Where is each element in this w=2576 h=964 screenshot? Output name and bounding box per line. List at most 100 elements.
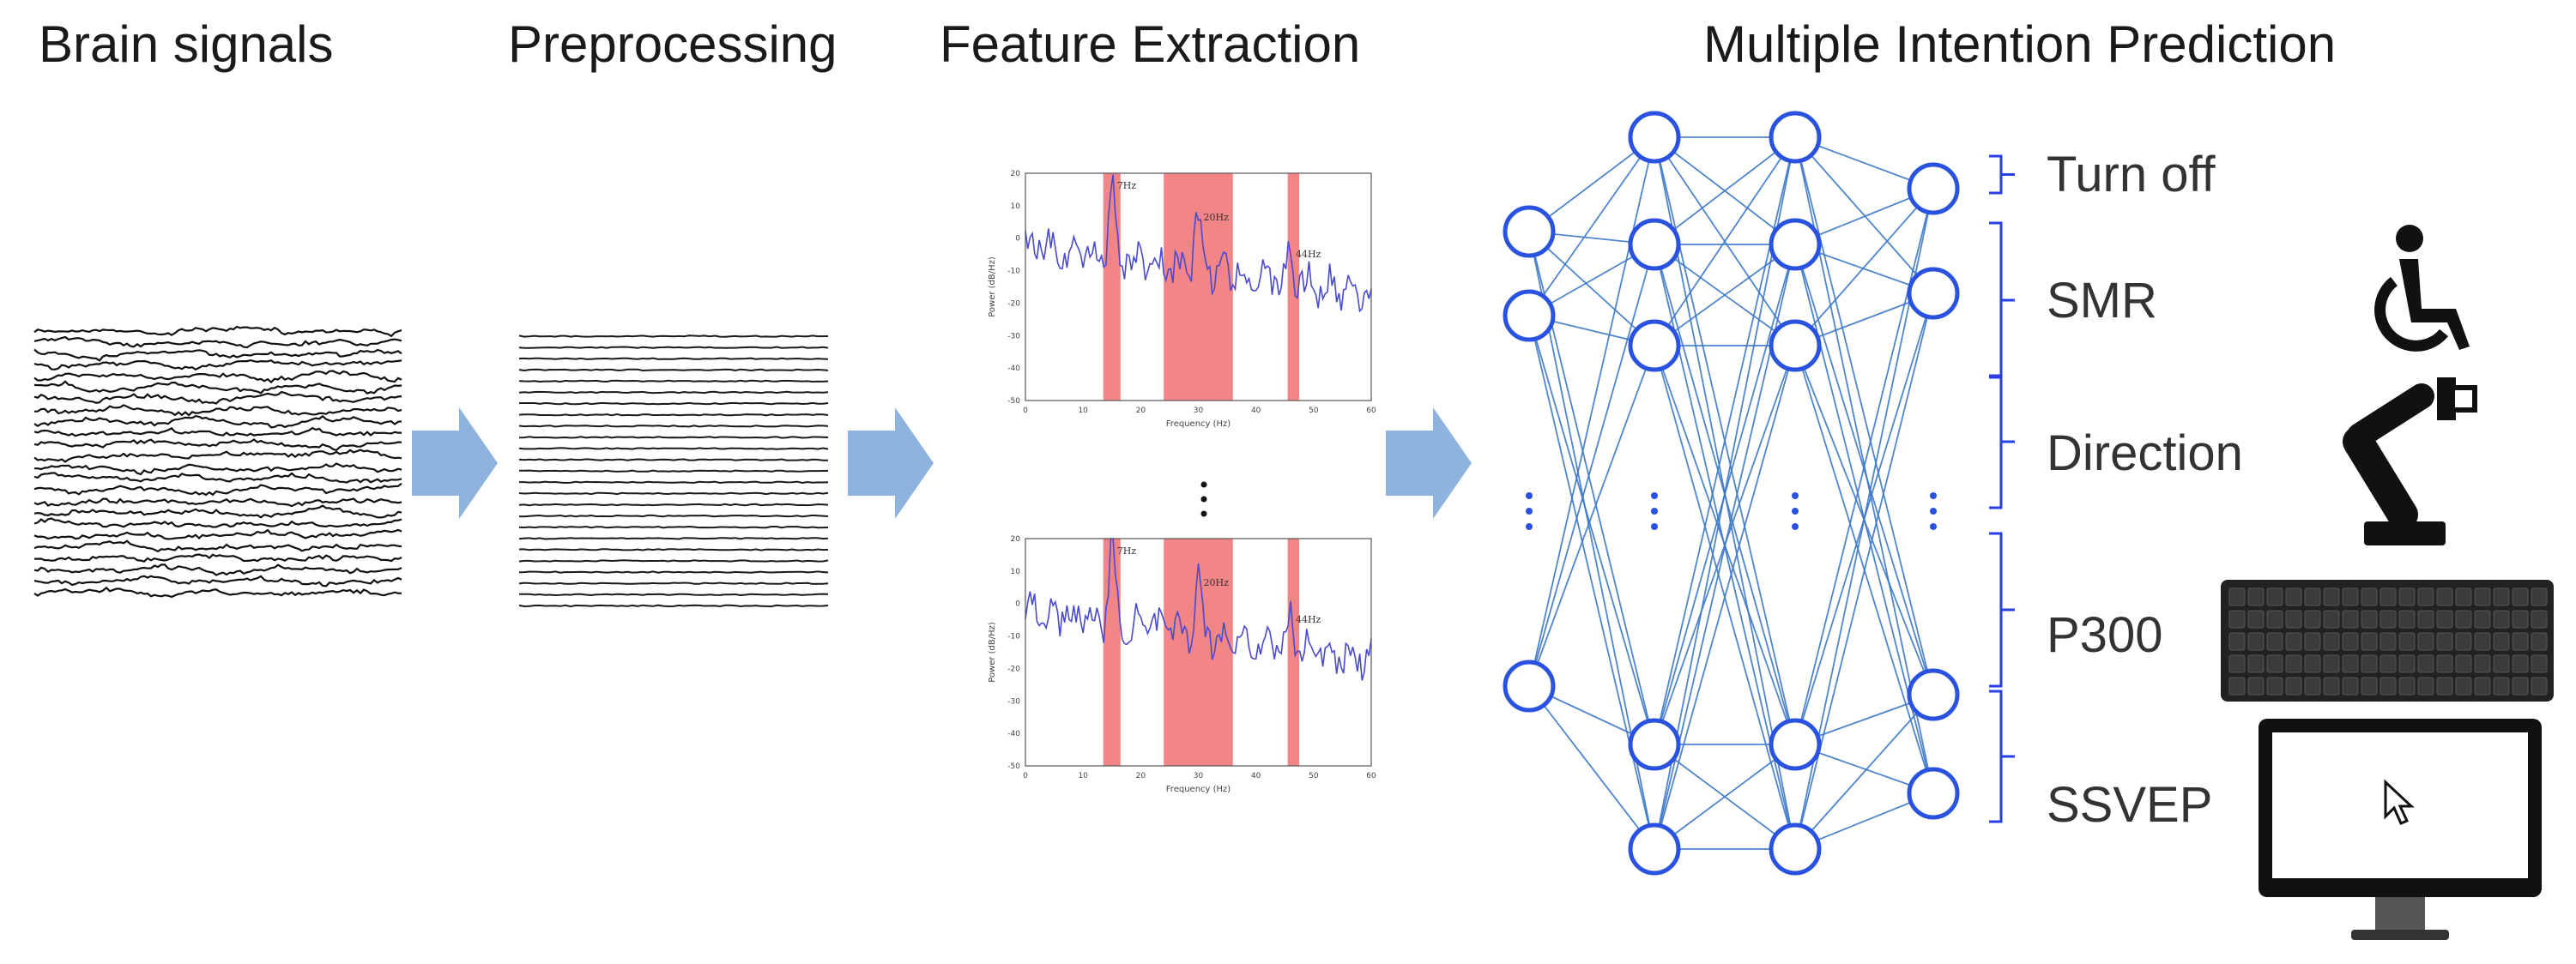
y-tick-label: 0 — [1015, 235, 1020, 244]
x-tick-label: 30 — [1194, 772, 1204, 780]
flow-arrow — [1386, 407, 1472, 519]
filtered-trace — [518, 458, 828, 461]
network-node — [1769, 319, 1822, 372]
x-tick-label: 50 — [1309, 407, 1319, 415]
device-icons — [2221, 225, 2554, 940]
eeg-trace — [33, 504, 402, 519]
network-edge — [1528, 685, 1655, 850]
ellipsis-dot — [1200, 496, 1207, 503]
y-tick-label: -40 — [1007, 365, 1020, 373]
output-bracket — [1989, 221, 2015, 379]
y-tick-label: 10 — [1011, 568, 1021, 576]
ellipsis-dot — [1792, 508, 1799, 515]
x-tick-label: 0 — [1023, 407, 1028, 415]
neural-network — [1503, 111, 1960, 876]
eeg-trace — [33, 325, 402, 338]
eeg-trace — [33, 575, 402, 587]
monitor-icon — [2259, 719, 2542, 940]
ellipsis-dot — [1651, 492, 1658, 499]
x-tick-label: 10 — [1078, 407, 1088, 415]
peak-annotation: 20Hz — [1204, 577, 1230, 588]
filtered-trace — [518, 425, 829, 428]
peak-annotation: 44Hz — [1296, 249, 1321, 260]
filtered-trace — [519, 480, 829, 485]
frequency-band-highlight — [1287, 173, 1300, 401]
y-tick-label: 20 — [1011, 170, 1021, 178]
preprocessed-traces — [518, 334, 829, 608]
x-tick-label: 40 — [1251, 407, 1261, 415]
eeg-trace — [33, 563, 402, 576]
spectrum-line — [1025, 174, 1372, 313]
ellipsis-dot — [1526, 508, 1533, 515]
network-node — [1503, 289, 1556, 342]
frequency-band-highlight — [1164, 539, 1233, 766]
network-edge — [1654, 136, 1796, 346]
stage-title-preprocessing: Preprocessing — [508, 15, 838, 73]
network-edge — [1794, 136, 1934, 696]
eeg-trace — [33, 438, 402, 452]
ellipsis-dot — [1526, 492, 1533, 499]
ellipsis-dot — [1200, 481, 1207, 488]
filtered-trace — [518, 334, 829, 338]
ellipsis-dot — [1792, 523, 1799, 530]
robot-arm-icon — [2343, 377, 2477, 545]
network-node — [1503, 660, 1556, 713]
eeg-trace — [33, 370, 402, 384]
x-tick-label: 20 — [1136, 772, 1146, 780]
flow-arrow — [848, 407, 934, 519]
network-edges — [1528, 136, 1934, 850]
output-bracket — [1989, 690, 2015, 823]
plot-frame — [1025, 538, 1372, 767]
eeg-trace — [33, 482, 402, 497]
peak-annotation: 7Hz — [1117, 180, 1137, 191]
y-tick-label: -30 — [1007, 697, 1020, 706]
x-tick-label: 30 — [1194, 407, 1204, 415]
x-tick-label: 0 — [1023, 772, 1028, 780]
ellipsis-dot — [1651, 523, 1658, 530]
network-node — [1769, 718, 1822, 771]
filtered-trace — [518, 368, 829, 372]
network-node — [1503, 205, 1556, 258]
keyboard-icon — [2221, 580, 2554, 702]
filtered-trace — [518, 581, 829, 585]
network-node — [1769, 822, 1822, 876]
peak-annotation: 7Hz — [1117, 545, 1137, 557]
flow-arrows — [412, 407, 1472, 519]
network-node — [1628, 218, 1681, 271]
network-edge — [1794, 136, 1934, 294]
ellipsis-dot — [1651, 508, 1658, 515]
frequency-band-highlight — [1103, 173, 1121, 401]
frequency-band-highlight — [1287, 539, 1300, 766]
eeg-trace — [33, 404, 402, 417]
class-label-p300: P300 — [2047, 607, 2163, 663]
eeg-trace — [33, 380, 402, 395]
filtered-trace — [518, 559, 829, 563]
y-tick-label: -40 — [1007, 730, 1020, 738]
network-edge — [1794, 188, 1934, 745]
eeg-trace — [33, 414, 402, 429]
y-tick-label: 0 — [1015, 600, 1020, 609]
network-edge — [1528, 244, 1655, 687]
network-node — [1907, 767, 1960, 820]
eeg-trace — [33, 517, 402, 528]
eeg-trace — [33, 553, 402, 563]
ellipsis-dot — [1792, 492, 1799, 499]
x-axis-label: Frequency (Hz) — [1166, 419, 1231, 429]
network-edge — [1654, 244, 1796, 346]
peak-annotation: 20Hz — [1204, 212, 1230, 223]
peak-annotation: 44Hz — [1296, 614, 1321, 625]
filtered-trace — [518, 570, 829, 574]
filtered-trace — [518, 346, 829, 349]
y-tick-label: -50 — [1007, 397, 1020, 406]
eeg-trace — [33, 348, 402, 362]
y-tick-label: 10 — [1011, 202, 1021, 211]
y-tick-label: -20 — [1007, 299, 1020, 308]
ellipsis-dot — [1930, 523, 1937, 530]
stage-title-prediction: Multiple Intention Prediction — [1703, 15, 2337, 73]
y-axis-label: Power (dB/Hz) — [988, 256, 997, 317]
eeg-trace — [33, 472, 402, 484]
ellipsis-dot — [1200, 510, 1207, 517]
